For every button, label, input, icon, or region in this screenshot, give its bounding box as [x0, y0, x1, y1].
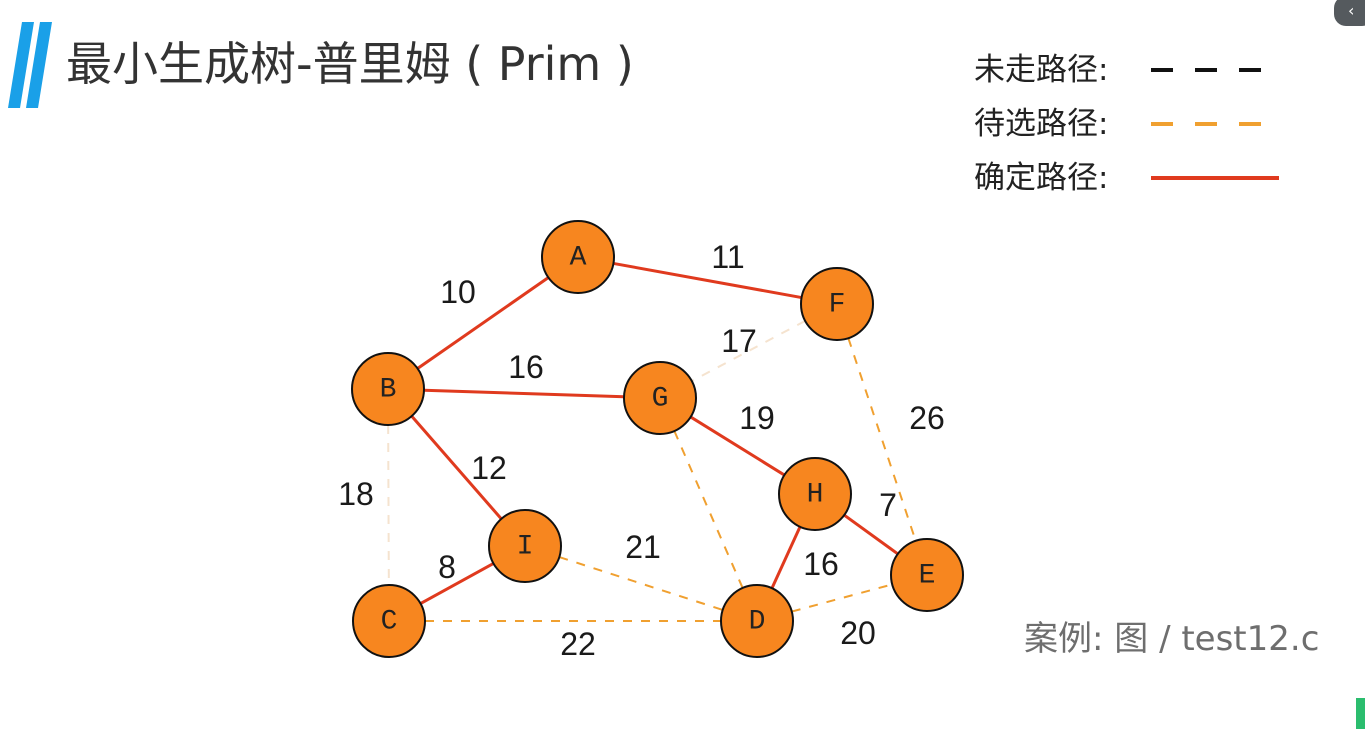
node-circle	[352, 584, 426, 658]
edge-i-d	[558, 556, 724, 611]
edge-weight-f-g: 17	[721, 323, 757, 359]
node-circle	[720, 584, 794, 658]
status-indicator	[1356, 698, 1365, 729]
edge-weight-b-c: 18	[338, 476, 374, 512]
node-label: I	[517, 532, 534, 563]
node-circle	[890, 538, 964, 612]
collapse-button[interactable]: ‹	[1334, 0, 1365, 26]
edge-weight-d-e: 20	[840, 615, 876, 651]
node-label: A	[570, 243, 587, 274]
node-label: G	[652, 384, 669, 415]
edge-weight-c-d: 22	[560, 626, 596, 662]
edge-weight-a-f: 11	[711, 239, 744, 275]
edge-i-c	[419, 562, 495, 605]
edge-weight-i-d: 21	[625, 529, 661, 565]
node-label: C	[381, 607, 398, 638]
legend-label: 待选路径:	[974, 106, 1109, 142]
node-circle	[488, 509, 562, 583]
edge-b-c	[387, 424, 390, 586]
node-label: F	[829, 290, 846, 321]
node-d: D	[720, 584, 794, 658]
edge-weight-h-e: 7	[879, 487, 897, 523]
node-label: E	[919, 561, 936, 592]
legend-item-confirmed: 确定路径:	[974, 156, 1294, 210]
edge-weight-f-e: 26	[909, 400, 945, 436]
legend-swatch-confirmed	[1151, 176, 1279, 180]
nodes-layer: A B C D E F G H I	[351, 220, 964, 658]
legend-item-unvisited: 未走路径:	[974, 48, 1294, 102]
node-circle	[351, 352, 425, 426]
node-circle	[623, 361, 697, 435]
edge-b-i	[410, 415, 503, 520]
edge-weight-a-b: 10	[440, 274, 476, 310]
node-b: B	[351, 352, 425, 426]
edge-weight-b-i: 12	[471, 450, 507, 486]
edge-weight-b-g: 16	[508, 349, 544, 385]
legend-swatch-unvisited	[1151, 68, 1281, 72]
node-i: I	[488, 509, 562, 583]
title-accent-bars	[8, 22, 52, 108]
node-a: A	[541, 220, 615, 294]
edge-a-f	[613, 261, 802, 300]
case-note: 案例: 图 / test12.c	[1024, 619, 1320, 659]
legend-label: 确定路径:	[974, 160, 1109, 196]
node-label: D	[749, 607, 766, 638]
edge-d-e	[791, 583, 893, 613]
node-g: G	[623, 361, 697, 435]
node-circle	[541, 220, 615, 294]
edge-a-b	[416, 276, 550, 370]
edge-h-d	[770, 526, 802, 589]
edge-f-g	[691, 320, 806, 382]
node-circle	[800, 267, 874, 341]
node-label: H	[807, 480, 824, 511]
node-c: C	[352, 584, 426, 658]
edge-g-h	[689, 415, 786, 477]
legend-label: 未走路径:	[974, 52, 1109, 88]
legend: 未走路径: 待选路径: 确定路径:	[974, 48, 1294, 210]
page-title: 最小生成树-普里姆 ( Prim )	[66, 37, 634, 91]
node-label: B	[380, 375, 397, 406]
edge-weight-h-d: 16	[803, 546, 839, 582]
edge-weight-g-h: 19	[739, 400, 775, 436]
node-f: F	[800, 267, 874, 341]
legend-swatch-candidate	[1151, 122, 1281, 126]
edge-weight-i-c: 8	[438, 549, 456, 585]
edge-g-d	[673, 430, 744, 589]
node-circle	[778, 457, 852, 531]
edge-weights-layer: 10 11 16 12 19 7 16 8 17 18 26 21 22 20	[338, 239, 945, 662]
node-h: H	[778, 457, 852, 531]
edge-b-g	[423, 388, 625, 399]
legend-item-candidate: 待选路径:	[974, 102, 1294, 156]
edges-layer	[387, 261, 917, 622]
node-e: E	[890, 538, 964, 612]
edge-h-e	[843, 513, 899, 556]
